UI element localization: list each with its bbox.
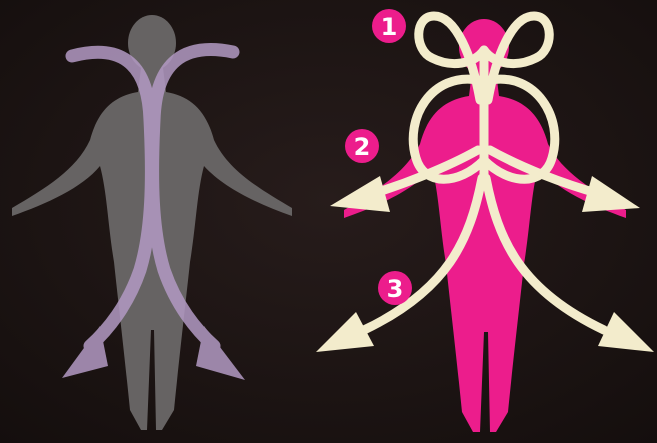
step-badge-2: 2 xyxy=(345,129,379,163)
step-badge-3: 3 xyxy=(378,271,412,305)
step-badge-3-label: 3 xyxy=(387,275,404,303)
step-badge-1: 1 xyxy=(372,9,406,43)
step-badge-1-label: 1 xyxy=(381,13,398,41)
step-badge-2-label: 2 xyxy=(354,133,371,161)
